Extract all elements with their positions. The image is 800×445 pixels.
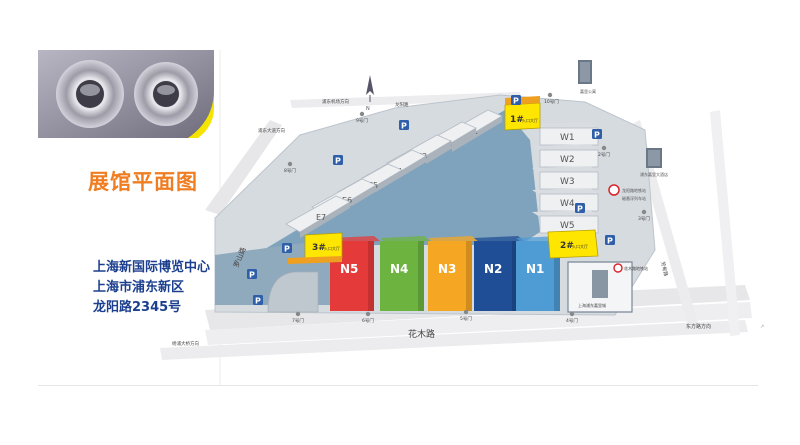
hall-w3[interactable]: W3 — [532, 166, 599, 190]
parking-markers: P P P P P P P P P — [247, 95, 615, 306]
svg-text:↗: ↗ — [760, 324, 764, 330]
parking-icon: P — [253, 295, 263, 306]
gate-6[interactable]: 6号门 — [362, 311, 374, 324]
hall-n2[interactable]: N2 — [474, 236, 524, 311]
entrance-2-num: 2# — [560, 241, 574, 251]
gate-label: 10号门 — [544, 98, 559, 105]
bottom-divider — [38, 385, 758, 386]
parking-icon: P — [605, 235, 615, 246]
entrance-1-sub: 入口大厅 — [522, 117, 538, 123]
kerry-hotel-building: 浦东嘉里大酒店 — [640, 148, 668, 177]
hall-label: E7 — [316, 213, 326, 222]
svg-text:龙阳路地铁站: 龙阳路地铁站 — [622, 187, 646, 193]
road-hongqiao: 浦东大道方向 — [258, 127, 285, 134]
svg-text:P: P — [607, 237, 613, 246]
parking-icon: P — [282, 243, 292, 254]
parking-icon: P — [247, 269, 257, 280]
gate-label: 9号门 — [356, 117, 368, 124]
entrance-3-sub: 入口大厅 — [324, 245, 340, 251]
hall-label: N4 — [390, 262, 408, 276]
gate-label: 2号门 — [598, 151, 610, 158]
gate-label: 3号门 — [638, 215, 650, 222]
svg-text:P: P — [401, 122, 407, 131]
svg-text:N: N — [366, 106, 370, 112]
entrance-3-num: 3# — [312, 243, 326, 253]
road-huamu: 花木路 — [408, 328, 435, 340]
hall-label: N1 — [526, 262, 544, 276]
road-dongfang: 东方路方向 — [686, 323, 711, 330]
hall-n4[interactable]: N4 — [380, 236, 430, 311]
entrance-hall-2[interactable]: 2# 入口大厅 — [547, 229, 599, 259]
gate-label: 7号门 — [292, 317, 304, 324]
gate-markers: 10号门 2号门 3号门 4号门 5号门 6号门 7号门 8号门 9号门 — [284, 92, 650, 324]
gate-2[interactable]: 2号门 — [598, 145, 610, 158]
hall-label: N3 — [438, 262, 456, 276]
road-pudong-airport: 浦东机场方向 — [322, 98, 349, 105]
gate-5[interactable]: 5号门 — [460, 309, 472, 322]
dropoff-zone — [267, 271, 319, 313]
svg-text:浦东嘉里大酒店: 浦东嘉里大酒店 — [640, 171, 668, 177]
hall-w2[interactable]: W2 — [532, 144, 599, 168]
svg-text:磁悬浮列车站: 磁悬浮列车站 — [622, 195, 646, 201]
svg-text:P: P — [577, 205, 583, 214]
svg-text:P: P — [594, 131, 600, 140]
parking-icon: P — [575, 203, 585, 214]
svg-text:P: P — [249, 271, 255, 280]
north-arrow-icon: N — [366, 75, 374, 112]
road-longyang: 龙阳路 — [395, 101, 409, 108]
gate-8[interactable]: 8号门 — [284, 161, 296, 174]
north-halls: N5 N4 N3 N2 N1 — [330, 236, 566, 311]
svg-text:P: P — [255, 297, 261, 306]
address-line-district: 上海市浦东新区 — [93, 280, 185, 295]
kerry-apartment-building: 嘉里公寓 — [578, 60, 596, 94]
svg-text:嘉里公寓: 嘉里公寓 — [580, 88, 596, 94]
page-title: 展馆平面图 — [88, 170, 198, 194]
kerry-center-label: 上海浦东嘉里城 — [578, 302, 606, 308]
east-halls: E1E2E3E4E5E6E7 — [285, 109, 503, 238]
hall-label: W3 — [560, 177, 575, 187]
hall-e7[interactable]: E7 — [285, 195, 351, 238]
svg-text:P: P — [513, 97, 519, 106]
hall-label: W4 — [560, 199, 575, 209]
road-yangpu: 杨浦大桥方向 — [172, 340, 199, 347]
metro-longyang: 龙阳路地铁站 磁悬浮列车站 — [608, 184, 646, 201]
gate-3[interactable]: 3号门 — [638, 209, 650, 222]
gate-label: 4号门 — [566, 317, 578, 324]
hall-w4[interactable]: W4 — [532, 188, 599, 212]
metro-huamu-label: 花木路地铁站 — [624, 265, 648, 271]
parking-icon: P — [333, 155, 343, 166]
hall-w5[interactable]: W5 — [532, 210, 599, 234]
entrance-hall-3[interactable]: 3# 入口大厅 — [288, 232, 343, 264]
entrance-2-sub: 入口大厅 — [572, 243, 588, 249]
gate-7[interactable]: 7号门 — [292, 311, 304, 324]
hall-label: W2 — [560, 155, 575, 165]
kerry-center-block[interactable]: 上海浦东嘉里城 花木路地铁站 — [567, 261, 648, 313]
parking-icon: P — [511, 95, 521, 106]
parking-icon: P — [399, 120, 409, 131]
product-photo — [38, 50, 214, 138]
gate-9[interactable]: 9号门 — [356, 111, 368, 124]
hall-w1[interactable]: W1 — [532, 122, 599, 146]
hall-label: N5 — [340, 262, 358, 276]
parking-icon: P — [592, 129, 602, 140]
svg-text:P: P — [284, 245, 290, 254]
hall-label: W5 — [560, 221, 575, 231]
svg-text:P: P — [335, 157, 341, 166]
gate-label: 8号门 — [284, 167, 296, 174]
entrance-1-num: 1# — [510, 115, 524, 125]
gate-4[interactable]: 4号门 — [566, 311, 578, 324]
hall-label: N2 — [484, 262, 502, 276]
gate-label: 5号门 — [460, 315, 472, 322]
address-line-venue: 上海新国际博览中心 — [93, 260, 211, 275]
hall-n3[interactable]: N3 — [428, 236, 478, 311]
entrance-hall-1[interactable]: 1# 入口大厅 — [504, 96, 541, 131]
address-line-street: 龙阳路2345号 — [93, 300, 182, 315]
gate-10[interactable]: 10号门 — [544, 92, 559, 105]
road-fangdian: 芳甸路 — [659, 261, 669, 277]
hall-label: W1 — [560, 133, 575, 143]
gate-label: 6号门 — [362, 317, 374, 324]
